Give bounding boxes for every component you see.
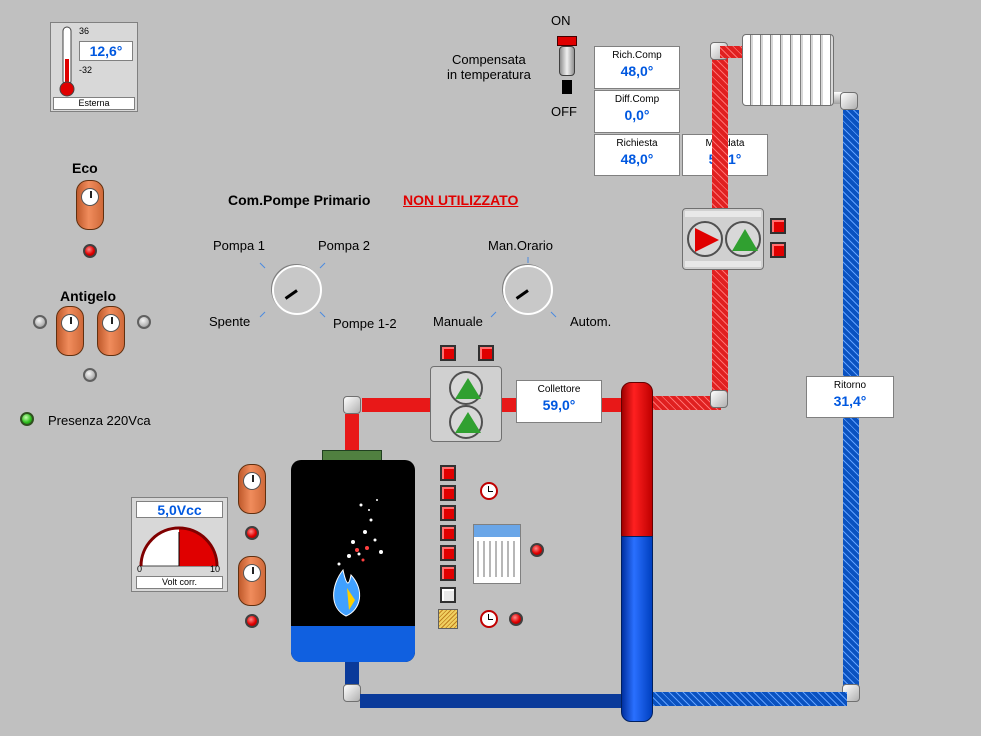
pump-selector-ticks-icon (259, 262, 326, 318)
compensation-toggle-switch[interactable] (557, 36, 577, 96)
primary-pump-2-status[interactable] (478, 345, 494, 361)
antigelo-label: Antigelo (60, 288, 116, 304)
thermometer-icon (59, 26, 75, 97)
voltmeter-gauge-icon (139, 526, 219, 567)
return-header-pipe (651, 692, 847, 706)
clock-icon-1[interactable] (480, 482, 498, 500)
primary-return-pipe (360, 694, 624, 708)
mode-selector-ticks-icon (490, 257, 557, 318)
outdoor-temperature-value: 12,6° (79, 41, 133, 61)
voltmeter: 5,0Vcc 0 10 Volt corr. (131, 497, 228, 592)
compensation-label-line1: Compensata (452, 52, 526, 67)
voltmeter-label: Volt corr. (136, 576, 223, 589)
primary-pump-1-status[interactable] (440, 345, 456, 361)
antigelo-switch-1[interactable] (56, 306, 84, 356)
boiler-switch-2-dial-icon (243, 564, 261, 582)
thermometer-label: Esterna (53, 97, 135, 110)
voltmeter-value: 5,0Vcc (136, 501, 223, 518)
collettore-readout: Collettore 59,0° (516, 380, 602, 423)
antigelo-led-bottom (83, 368, 97, 382)
diff-comp-readout: Diff.Comp 0,0° (594, 90, 680, 133)
voltmeter-max: 10 (210, 564, 221, 574)
supply-elbow-bottom (710, 390, 728, 408)
antigelo-led-right (137, 315, 151, 329)
boiler-switch-1-led (245, 526, 259, 540)
secondary-pump-2-icon[interactable] (725, 221, 761, 257)
boiler-status-6[interactable] (440, 565, 456, 581)
boiler-status-3[interactable] (440, 505, 456, 521)
calendar-icon[interactable] (473, 524, 521, 584)
mode-selector-man-orario: Man.Orario (488, 238, 554, 253)
primary-elbow-left (343, 396, 361, 414)
antigelo-switch-1-dial-icon (61, 314, 79, 332)
secondary-pump-group (682, 208, 764, 270)
mode-selector-autom: Autom. (570, 314, 612, 329)
pump-selector-pompa1: Pompa 1 (213, 238, 266, 253)
secondary-pump-1-icon[interactable] (687, 221, 723, 257)
secondary-pump-2-status[interactable] (770, 242, 786, 258)
pump-selector-pompe12: Pompe 1-2 (333, 316, 397, 331)
boiler-body (291, 460, 415, 662)
boiler-switch-1[interactable] (238, 464, 266, 514)
boiler-switch-2-led (245, 614, 259, 628)
ritorno-readout: Ritorno 31,4° (806, 376, 894, 418)
boiler-status-2[interactable] (440, 485, 456, 501)
compensation-label-line2: in temperatura (447, 67, 531, 82)
eco-indicator-led (83, 244, 97, 258)
boiler-status-7[interactable] (440, 587, 456, 603)
mode-selector-dial[interactable] (503, 265, 553, 315)
burner-flame-icon (333, 499, 383, 617)
primary-pump-2-icon[interactable] (449, 405, 483, 439)
primary-pump-group (430, 366, 502, 442)
voltmeter-min: 0 (137, 564, 143, 574)
primary-supply-pipe-left (362, 398, 434, 412)
power-presence-led (20, 412, 34, 426)
boiler-status-5[interactable] (440, 545, 456, 561)
supply-top-pipe (720, 46, 744, 58)
boiler-supply-pipe (345, 414, 359, 450)
outdoor-thermometer: 36 -32 12,6° Esterna (50, 22, 138, 112)
boiler-status-1[interactable] (440, 465, 456, 481)
antigelo-led-left (33, 315, 47, 329)
primary-pumps-status: NON UTILIZZATO (403, 192, 519, 208)
clock-icon-2[interactable] (480, 610, 498, 628)
compensation-on-label: ON (551, 13, 571, 28)
boiler-switch-1-dial-icon (243, 472, 261, 490)
eco-label: Eco (72, 160, 98, 176)
clock-status-led (509, 612, 523, 626)
compensation-off-label: OFF (551, 104, 577, 119)
calendar-status-led (530, 543, 544, 557)
antigelo-switch-2[interactable] (97, 306, 125, 356)
antigelo-switch-2-dial-icon (102, 314, 120, 332)
eco-switch-dial-icon (81, 188, 99, 206)
boiler-status-4[interactable] (440, 525, 456, 541)
pump-selector-pompa2: Pompa 2 (318, 238, 371, 253)
rich-comp-readout: Rich.Comp 48,0° (594, 46, 680, 89)
primary-elbow-bottom (343, 684, 361, 702)
richiesta-readout: Richiesta 48,0° (594, 134, 680, 176)
secondary-pump-1-status[interactable] (770, 218, 786, 234)
thermometer-min: -32 (79, 65, 93, 75)
hydraulic-separator-hot (621, 382, 653, 538)
mode-selector-manuale: Manuale (433, 314, 483, 329)
pump-selector-dial[interactable] (272, 265, 322, 315)
pump-selector-spente: Spente (209, 314, 251, 329)
heating-curve-icon[interactable] (438, 609, 458, 629)
power-presence-label: Presenza 220Vca (48, 413, 151, 428)
primary-pumps-title: Com.Pompe Primario (228, 192, 371, 208)
boiler-switch-2[interactable] (238, 556, 266, 606)
hydraulic-separator-cold (621, 536, 653, 722)
supply-header-pipe (651, 396, 721, 410)
eco-switch[interactable] (76, 180, 104, 230)
thermometer-max: 36 (79, 26, 90, 36)
return-elbow-top (840, 92, 858, 110)
primary-pump-1-icon[interactable] (449, 371, 483, 405)
radiator-icon (742, 34, 834, 106)
